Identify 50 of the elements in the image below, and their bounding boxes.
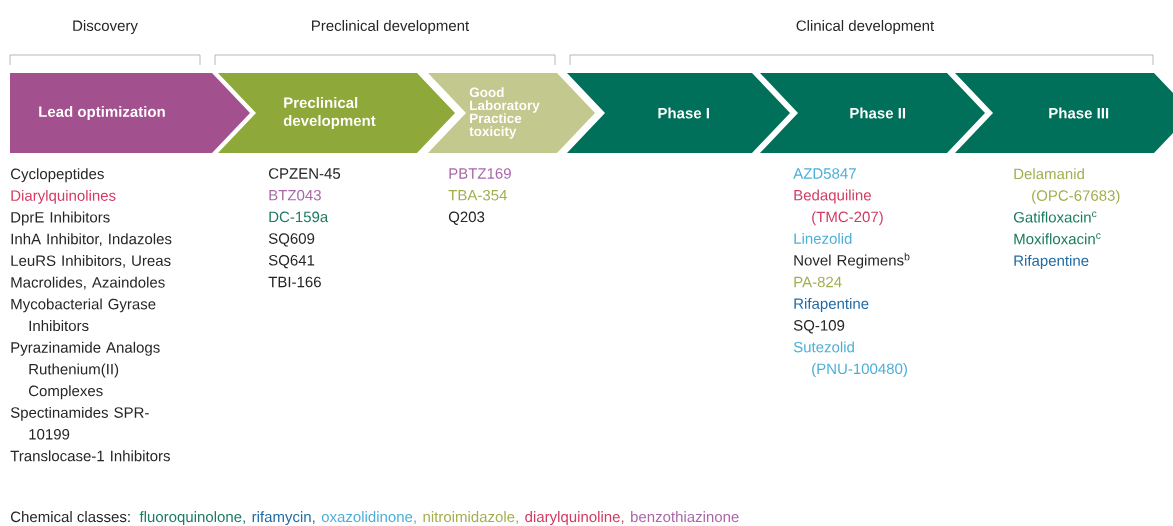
list-item: Diarylquinolines [11, 189, 116, 204]
list-item: PBTZ169 [449, 168, 511, 179]
list-item: Delamanid (OPC-67683) [1014, 168, 1120, 204]
list-item: Novel Regimens$^{b}$ [794, 252, 910, 269]
stage-box: Phase I [567, 73, 790, 153]
node-label: Phase II [850, 107, 906, 119]
stage-box: Lead optimization [10, 73, 250, 153]
node-label: Phase III [1049, 107, 1109, 119]
list-item: BTZ043 [269, 189, 321, 201]
legend-entry: fluoroquinolone, [139, 511, 245, 526]
stage-heading: Discovery [73, 20, 138, 34]
list-item: Mycobacterial Gyrase Inhibitors [11, 298, 156, 332]
legend-entry: nitroimidazole, [423, 511, 518, 524]
list-item: Cyclopeptides [11, 168, 104, 183]
list-item: Moxifloxacin$^{c}$ [1014, 233, 1101, 245]
list-item: Spectinamides SPR-10199 [10, 406, 149, 440]
list-item: Pyrazinamide Analogs Ruthenium(II) Complexes [11, 341, 160, 400]
list-item: PA-824 [794, 276, 842, 288]
stage-box: Phase III [955, 73, 1173, 153]
legend-entry: oxazolidinone, [321, 511, 416, 524]
list-item: Sutezolid (PNU-100480) [793, 341, 907, 378]
list-item: SQ641 [268, 255, 315, 269]
stage-box: Preclinical development [218, 73, 455, 153]
list-item: Translocase-1 Inhibitors [10, 450, 170, 462]
list-item: DprE Inhibitors [11, 211, 110, 226]
legend-entry: rifamycin, [252, 511, 315, 526]
list-item: Gatifloxacin$^{c}$ [1013, 211, 1097, 223]
list-item: InhA Inhibitor, Indazoles [11, 233, 172, 247]
list-item: Rifapentine [1014, 255, 1089, 269]
list-item: TBA-354 [448, 189, 507, 201]
legend-entry: diarylquinoline, [525, 511, 624, 526]
stage-heading: Preclinical development [312, 20, 470, 34]
list-item: AZD5847 [793, 168, 856, 179]
legend-title: Chemical classes: [11, 511, 130, 523]
list-item: SQ609 [268, 233, 315, 247]
list-item: SQ-109 [793, 320, 845, 334]
legend-entry: benzothiazinone [631, 511, 739, 523]
list-item: Rifapentine [794, 298, 869, 312]
list-item: Q203 [448, 211, 485, 225]
list-item: TBI-166 [268, 276, 321, 288]
list-item: CPZEN-45 [269, 168, 341, 179]
stage-heading: Clinical development [796, 20, 935, 34]
list-item: LeuRS Inhibitors, Ureas [11, 255, 171, 268]
stage-box: Phase II [760, 73, 985, 153]
stage-box: Good Laboratory Practice toxicity [428, 73, 595, 153]
list-item: Linezolid [794, 232, 852, 244]
list-item: DC-159a [269, 211, 329, 223]
list-item: Macrolides, Azaindoles [11, 276, 165, 290]
list-item: Bedaquiline (TMC-207) [794, 189, 883, 226]
node-label: Phase I [658, 107, 709, 119]
